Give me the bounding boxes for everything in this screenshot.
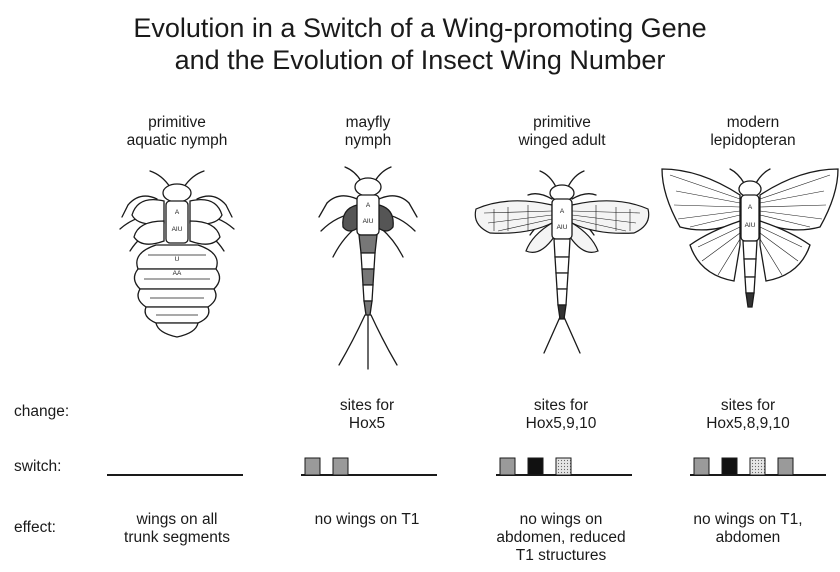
segment-label: AIU	[745, 222, 756, 229]
effect-line-2: abdomen	[658, 529, 838, 547]
column-header-line-1: primitive	[92, 114, 262, 132]
binding-site-box-dotted	[556, 458, 571, 475]
effect-cell-lepidopteran: no wings on T1, abdomen	[658, 511, 838, 547]
effect-line-3: T1 structures	[471, 547, 651, 565]
effect-cell-winged-adult: no wings on abdomen, reduced T1 structur…	[471, 511, 651, 565]
row-label-switch: switch:	[14, 458, 61, 476]
switch-mayfly	[299, 453, 439, 479]
effect-line-1: no wings on T1,	[658, 511, 838, 529]
change-line-1: sites for	[277, 397, 457, 415]
change-cell-mayfly: sites for Hox5	[277, 397, 457, 433]
segment-label: AIU	[557, 224, 568, 231]
effect-line-1: no wings on	[471, 511, 651, 529]
diagram-title-line-1: Evolution in a Switch of a Wing-promotin…	[0, 12, 840, 44]
binding-site-box-dotted	[750, 458, 765, 475]
mayfly-nymph-illustration: A AIU	[303, 165, 433, 370]
column-header-line-2: aquatic nymph	[92, 132, 262, 150]
segment-label: A	[560, 208, 565, 215]
segment-label: U	[175, 256, 180, 263]
effect-line-2: trunk segments	[87, 529, 267, 547]
column-header-line-1: modern	[668, 114, 838, 132]
switch-lepidopteran	[688, 453, 828, 479]
segment-label: AIU	[363, 218, 374, 225]
effect-cell-aquatic-nymph: wings on all trunk segments	[87, 511, 267, 547]
effect-line-1: no wings on T1	[277, 511, 457, 529]
column-header-line-2: nymph	[283, 132, 453, 150]
effect-line-1: wings on all	[87, 511, 267, 529]
column-header-line-2: winged adult	[477, 132, 647, 150]
change-cell-winged-adult: sites for Hox5,9,10	[471, 397, 651, 433]
column-header-aquatic-nymph: primitive aquatic nymph	[92, 114, 262, 150]
switch-aquatic-nymph	[105, 453, 245, 479]
binding-site-box-gray	[500, 458, 515, 475]
change-line-1: sites for	[471, 397, 651, 415]
binding-site-box-gray	[333, 458, 348, 475]
switch-winged-adult	[494, 453, 634, 479]
segment-label: A	[748, 204, 753, 211]
change-line-2: Hox5,9,10	[471, 415, 651, 433]
column-header-lepidopteran: modern lepidopteran	[668, 114, 838, 150]
winged-adult-illustration: A AIU	[468, 165, 656, 355]
segment-label: A	[366, 202, 371, 209]
aquatic-nymph-illustration: A AIU U AA	[112, 165, 242, 345]
column-header-mayfly-nymph: mayfly nymph	[283, 114, 453, 150]
binding-site-box-gray	[694, 458, 709, 475]
segment-label: AA	[173, 270, 182, 277]
column-header-line-1: mayfly	[283, 114, 453, 132]
diagram-title-line-2: and the Evolution of Insect Wing Number	[0, 44, 840, 76]
segment-label: A	[175, 209, 180, 216]
change-line-2: Hox5,8,9,10	[658, 415, 838, 433]
effect-line-2: abdomen, reduced	[471, 529, 651, 547]
change-line-2: Hox5	[277, 415, 457, 433]
lepidopteran-illustration: A AIU	[660, 165, 840, 335]
binding-site-box-black	[722, 458, 737, 475]
binding-site-box-gray	[778, 458, 793, 475]
column-header-line-2: lepidopteran	[668, 132, 838, 150]
binding-site-box-gray	[305, 458, 320, 475]
row-label-change: change:	[14, 403, 69, 421]
column-header-winged-adult: primitive winged adult	[477, 114, 647, 150]
column-header-line-1: primitive	[477, 114, 647, 132]
row-label-effect: effect:	[14, 519, 56, 537]
change-line-1: sites for	[658, 397, 838, 415]
segment-label: AIU	[172, 226, 183, 233]
binding-site-box-black	[528, 458, 543, 475]
effect-cell-mayfly: no wings on T1	[277, 511, 457, 529]
change-cell-lepidopteran: sites for Hox5,8,9,10	[658, 397, 838, 433]
